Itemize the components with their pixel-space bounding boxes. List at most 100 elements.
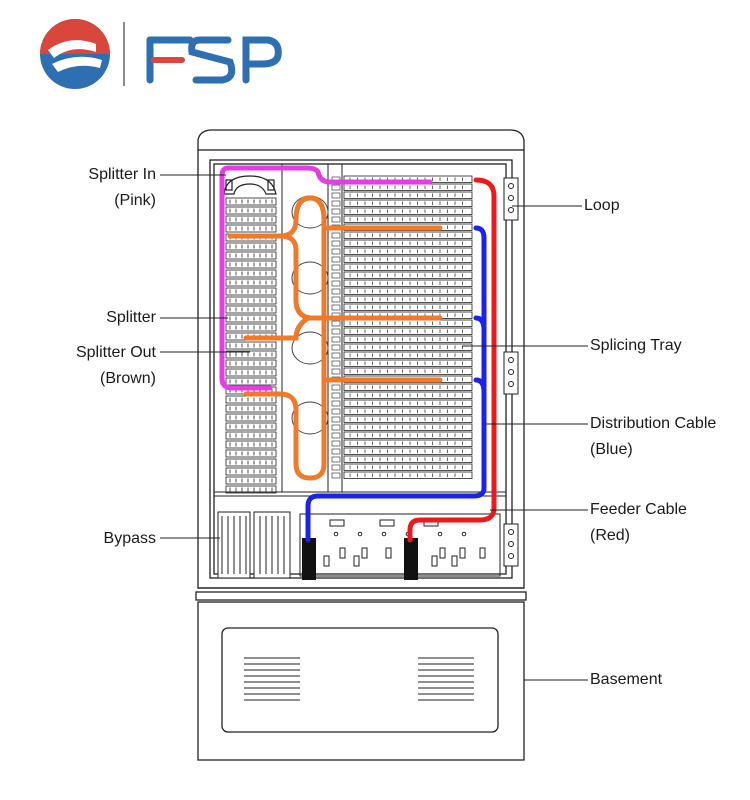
tray-hinge [331, 240, 341, 247]
basement-label: Basement [590, 667, 662, 693]
splitter-out-color: (Brown) [99, 370, 156, 387]
bypass-title: Bypass [103, 530, 156, 547]
splicing-tray [343, 319, 473, 327]
splitter-in-title: Splitter In [88, 166, 156, 183]
splitter-module [225, 395, 277, 404]
splicing-tray [343, 199, 473, 207]
tray-hinge [331, 440, 341, 447]
splicing-tray [343, 287, 473, 295]
splitter-module [225, 197, 277, 206]
tray-hinge [331, 416, 341, 423]
distribution-cable-color: (Blue) [590, 441, 633, 458]
distribution-cable-label: Distribution Cable (Blue) [590, 411, 716, 463]
tray-hinge [331, 272, 341, 279]
cable-entry-plate [299, 513, 501, 577]
tray-hinge [331, 344, 341, 351]
splitter-module [225, 449, 277, 458]
splitter-module [225, 359, 277, 368]
splitter-modules [225, 197, 277, 494]
splicing-tray [343, 463, 473, 471]
splitter-module [225, 260, 277, 269]
splitter-module [225, 413, 277, 422]
splitter-label: Splitter [40, 305, 156, 331]
splitter-module [225, 278, 277, 287]
distribution-cable-branch [473, 315, 487, 333]
splicing-tray [343, 439, 473, 447]
tray-hinge [331, 184, 341, 191]
splitter-module [225, 242, 277, 251]
splicing-tray [343, 295, 473, 303]
door-hinges [503, 177, 519, 567]
tray-hinge [331, 368, 341, 375]
splicing-tray [343, 191, 473, 199]
splitter-module [225, 404, 277, 413]
tray-hinge [331, 216, 341, 223]
basement-vents [244, 657, 474, 701]
splitter-in-cable [219, 165, 433, 391]
splitter-module [225, 296, 277, 305]
tray-hinge [331, 336, 341, 343]
splicing-tray [343, 239, 473, 247]
splicing-tray [343, 231, 473, 239]
splicing-tray [343, 255, 473, 263]
feeder-cable-color: (Red) [590, 527, 631, 544]
splitter-module [225, 305, 277, 314]
splitter-out-label: Splitter Out (Brown) [30, 340, 156, 392]
tray-hinge [331, 320, 341, 327]
splitter-module [225, 224, 277, 233]
splicing-tray [343, 303, 473, 311]
splitter-module [225, 251, 277, 260]
splitter-in-color: (Pink) [114, 192, 156, 209]
splicing-tray [343, 271, 473, 279]
splitter-module [225, 314, 277, 323]
splicing-tray [343, 367, 473, 375]
splicing-tray [343, 423, 473, 431]
splicing-tray [343, 343, 473, 351]
splitter-module [225, 467, 277, 476]
distribution-cable-title: Distribution Cable [590, 415, 717, 432]
tray-hinge [331, 464, 341, 471]
splicing-tray [343, 415, 473, 423]
splicing-tray [343, 263, 473, 271]
tray-hinge [331, 432, 341, 439]
splitter-module [225, 269, 277, 278]
distribution-cable-branch [473, 377, 487, 395]
loop-title: Loop [584, 197, 620, 214]
splicing-tray [343, 335, 473, 343]
splicing-tray [343, 327, 473, 335]
splicing-tray [343, 455, 473, 463]
splicing-tray [343, 207, 473, 215]
storage-guides [291, 195, 329, 435]
splicing-tray [343, 351, 473, 359]
logo-emblem [40, 19, 110, 89]
tray-hinge [331, 424, 341, 431]
splitter-module [225, 368, 277, 377]
feeder-cable [407, 177, 497, 543]
splicing-tray [343, 399, 473, 407]
splitter-module [225, 476, 277, 485]
tray-hinge [331, 296, 341, 303]
splicing-tray [343, 183, 473, 191]
splitter-module [225, 287, 277, 296]
splicing-trays [331, 175, 473, 479]
leader-lines [160, 174, 588, 681]
tray-hinge [331, 328, 341, 335]
splicing-tray [343, 215, 473, 223]
tray-hinge [331, 232, 341, 239]
tray-hinge [331, 280, 341, 287]
tray-hinge [331, 352, 341, 359]
tray-hinge [331, 456, 341, 463]
splicing-tray-label: Splicing Tray [590, 333, 682, 359]
distribution-cable-entry [302, 538, 316, 580]
tray-hinge [331, 248, 341, 255]
basement-title: Basement [590, 671, 663, 688]
splitter-module [225, 350, 277, 359]
loop-label: Loop [584, 193, 620, 219]
tray-hinge [331, 288, 341, 295]
tray-hinge [331, 384, 341, 391]
splicing-tray [343, 447, 473, 455]
splicing-tray [343, 391, 473, 399]
feeder-cable-entry [404, 538, 418, 580]
splicing-tray [343, 407, 473, 415]
